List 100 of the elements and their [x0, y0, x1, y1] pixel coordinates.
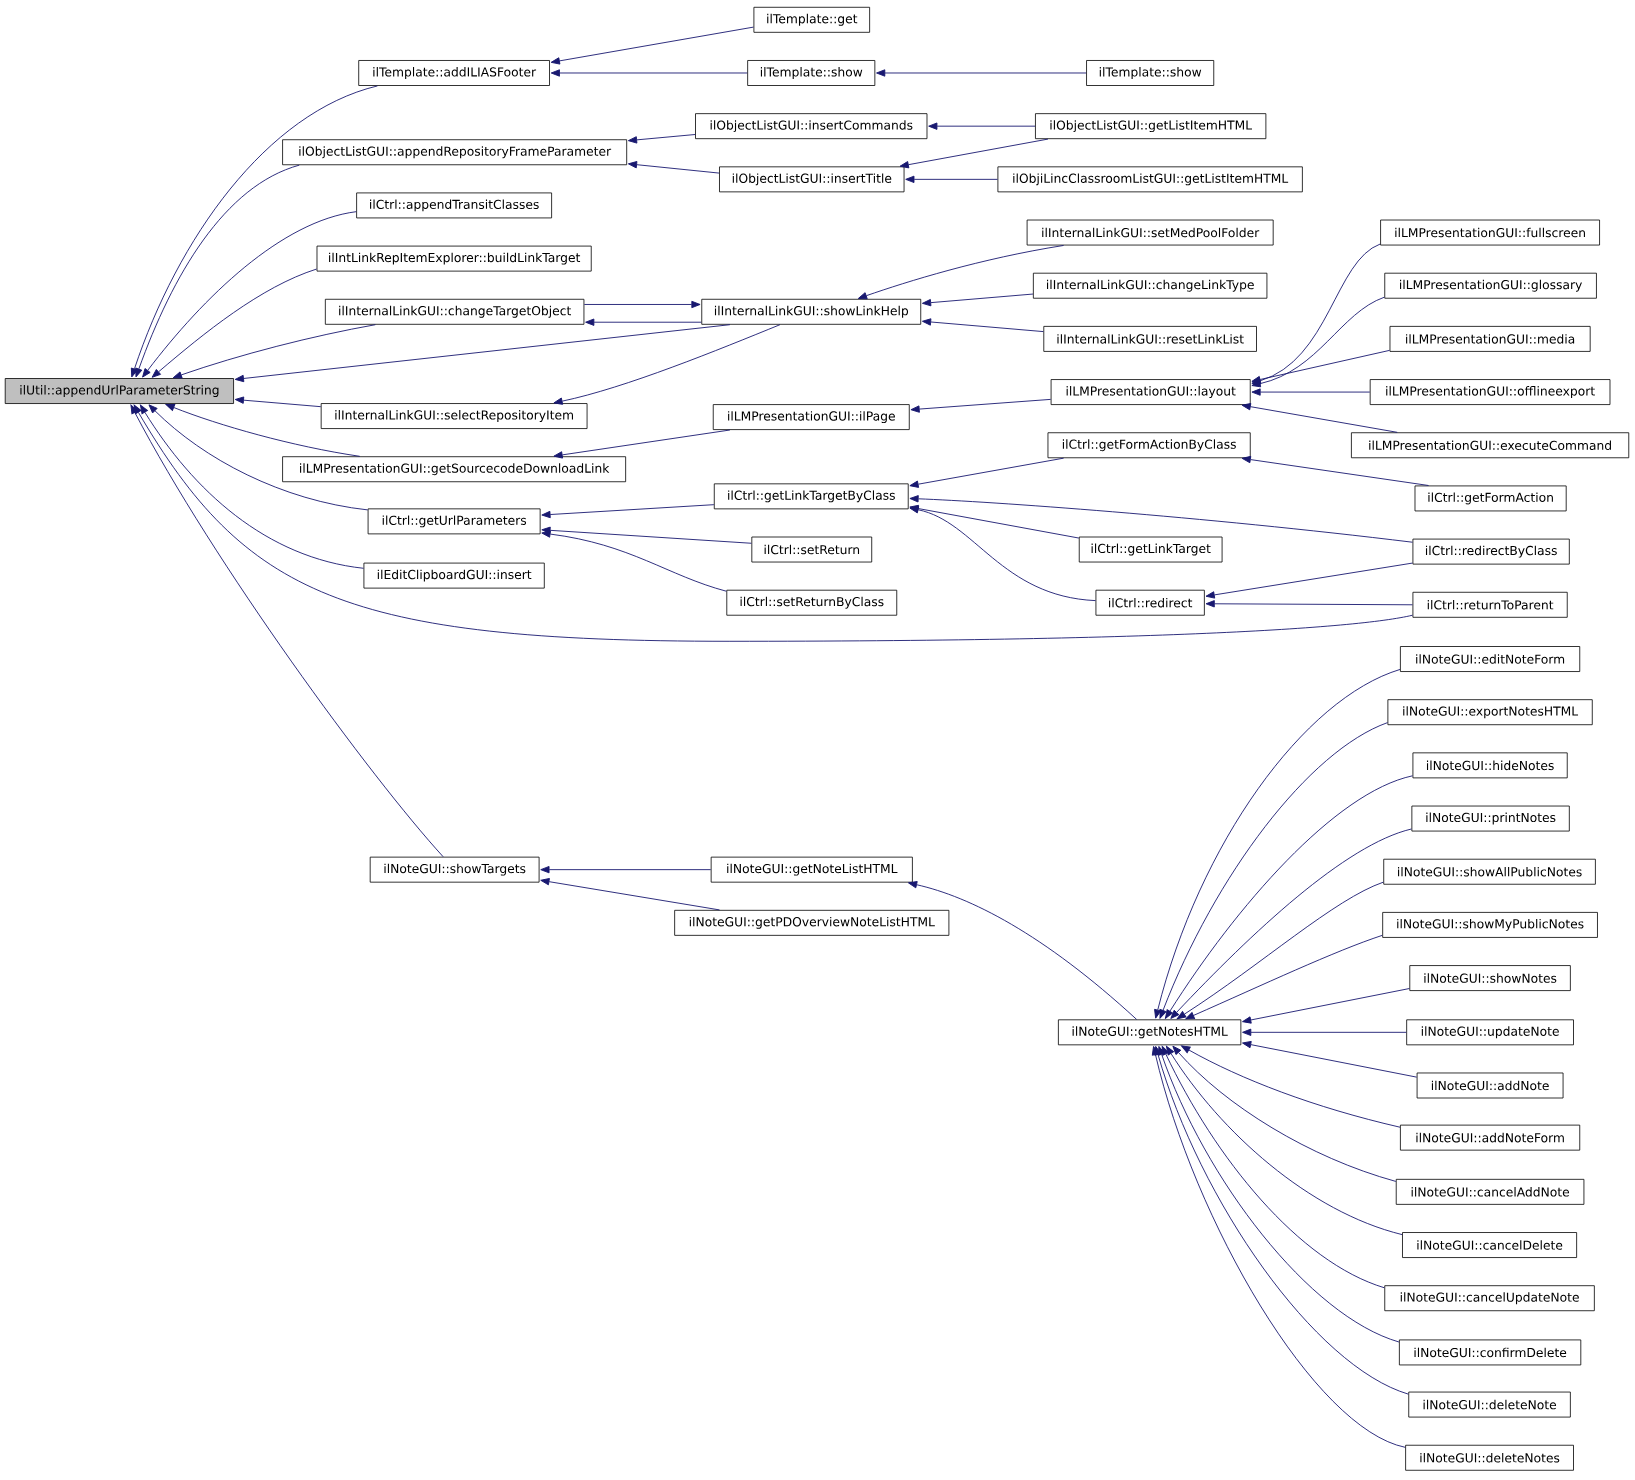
arrow	[1185, 934, 1383, 1020]
arrow	[921, 318, 1044, 333]
arrow	[857, 245, 1065, 300]
arrow	[148, 404, 369, 511]
function-box: ilCtrl::getFormActionByClass	[1047, 432, 1251, 459]
arrow	[172, 324, 376, 379]
arrow	[234, 324, 731, 383]
arrow	[905, 175, 998, 183]
function-box: ilCtrl::returnToParent	[1412, 591, 1568, 618]
arrow	[1241, 403, 1398, 433]
function-box: ilCtrl::getLinkTarget	[1078, 536, 1223, 563]
arrow	[553, 324, 781, 405]
function-box: ilNoteGUI::showNotes	[1409, 965, 1571, 991]
function-box: ilNoteGUI::editNoteForm	[1400, 646, 1581, 672]
function-box: ilNoteGUI::addNoteForm	[1400, 1124, 1581, 1151]
function-box: ilLMPresentationGUI::getSourcecodeDownloadLink	[282, 456, 627, 483]
arrow	[553, 429, 731, 459]
arrow	[1166, 1045, 1403, 1236]
function-box: ilCtrl::getFormAction	[1414, 485, 1567, 512]
arrow	[1154, 669, 1401, 1019]
function-box: ilInternalLinkGUI::resetLinkList	[1043, 326, 1257, 352]
function-box: ilNoteGUI::updateNote	[1406, 1019, 1574, 1046]
function-box: ilLMPresentationGUI::fullscreen	[1380, 219, 1600, 246]
function-box: ilTemplate::addILIASFooter	[358, 60, 550, 86]
function-box: ilNoteGUI::showMyPublicNotes	[1382, 912, 1598, 938]
arrow	[541, 530, 727, 592]
function-box: ilObjiLincClassroomListGUI::getListItemHTML	[997, 166, 1303, 193]
arrow	[130, 404, 444, 858]
function-box: ilNoteGUI::printNotes	[1411, 805, 1570, 832]
arrow	[907, 881, 1138, 1020]
arrow	[550, 26, 754, 65]
function-box: ilNoteGUI::confirmDelete	[1398, 1339, 1582, 1366]
arrow	[921, 293, 1034, 307]
arrow	[541, 526, 752, 544]
function-box: ilNoteGUI::deleteNote	[1408, 1391, 1571, 1418]
function-box: ilCtrl::redirect	[1095, 589, 1205, 616]
arrow	[165, 403, 361, 457]
arrow	[1242, 1041, 1418, 1078]
function-box: ilInternalLinkGUI::selectRepositoryItem	[320, 403, 588, 429]
arrow	[1165, 775, 1413, 1019]
function-box: ilInternalLinkGUI::showLinkHelp	[701, 298, 922, 325]
function-box: ilInternalLinkGUI::setMedPoolFolder	[1026, 219, 1274, 246]
arrow	[899, 138, 1049, 169]
arrow	[540, 865, 712, 874]
function-box: ilInternalLinkGUI::changeLinkType	[1032, 272, 1268, 299]
arrow	[627, 161, 720, 174]
arrow	[1241, 455, 1429, 486]
function-box: ilNoteGUI::getNoteListHTML	[710, 856, 913, 883]
arrow	[909, 506, 1096, 602]
function-box: ilLMPresentationGUI::offlineexport	[1369, 379, 1611, 405]
arrow	[1170, 828, 1412, 1019]
function-box: ilNoteGUI::cancelDelete	[1402, 1232, 1578, 1258]
function-box: ilObjectListGUI::insertTitle	[719, 166, 905, 193]
function-box: ilNoteGUI::exportNotesHTML	[1387, 699, 1593, 726]
function-box: ilIntLinkRepItemExplorer::buildLinkTarget	[316, 245, 592, 272]
function-box: ilNoteGUI::addNote	[1416, 1072, 1564, 1099]
arrow	[910, 398, 1052, 413]
function-box: ilCtrl::appendTransitClasses	[356, 192, 552, 219]
arrow	[876, 69, 1087, 77]
arrow	[909, 504, 1080, 539]
arrow	[1172, 1045, 1397, 1182]
arrow	[1158, 1046, 1400, 1343]
arrow	[135, 164, 300, 378]
arrow	[130, 85, 378, 378]
function-box: ilObjectListGUI::appendRepositoryFrameParameter	[282, 139, 628, 166]
arrow	[151, 268, 318, 378]
arrow	[583, 300, 701, 309]
function-box: ilLMPresentationGUI::executeCommand	[1351, 432, 1630, 459]
function-box: ilNoteGUI::showTargets	[369, 856, 540, 883]
arrow	[1151, 1046, 1406, 1448]
function-box: ilCtrl::getUrlParameters	[367, 508, 541, 535]
arrow	[1181, 1045, 1401, 1128]
arrow	[627, 134, 696, 144]
arrow	[142, 211, 357, 378]
function-box: ilInternalLinkGUI::changeTargetObject	[324, 298, 585, 325]
function-box: ilLMPresentationGUI::glossary	[1384, 272, 1597, 299]
function-box: ilNoteGUI::getPDOverviewNoteListHTML	[674, 909, 950, 936]
arrow	[550, 69, 748, 77]
arrow	[585, 318, 702, 326]
function-box: ilUtil::appendUrlParameterString	[4, 378, 234, 404]
arrow	[139, 404, 364, 569]
arrow	[1161, 1045, 1385, 1289]
arrow	[1205, 600, 1413, 608]
function-box: ilObjectListGUI::insertCommands	[695, 113, 928, 140]
arrow	[1205, 562, 1413, 599]
function-box: ilCtrl::getLinkTargetByClass	[713, 483, 909, 510]
function-box: ilEditClipboardGUI::insert	[363, 562, 545, 589]
arrow	[1251, 349, 1391, 384]
function-box: ilNoteGUI::getNotesHTML	[1058, 1019, 1242, 1046]
function-box: ilTemplate::get	[753, 6, 871, 33]
function-box: ilNoteGUI::showAllPublicNotes	[1383, 858, 1596, 885]
function-box: ilLMPresentationGUI::layout	[1050, 379, 1251, 405]
function-box: ilNoteGUI::cancelUpdateNote	[1384, 1285, 1595, 1312]
arrow	[1242, 1028, 1407, 1036]
arrow	[928, 122, 1036, 130]
arrow	[909, 457, 1065, 488]
arrow	[1251, 388, 1371, 396]
arrow	[1242, 988, 1410, 1024]
function-box: ilLMPresentationGUI::media	[1389, 326, 1591, 352]
arrow	[540, 878, 720, 911]
